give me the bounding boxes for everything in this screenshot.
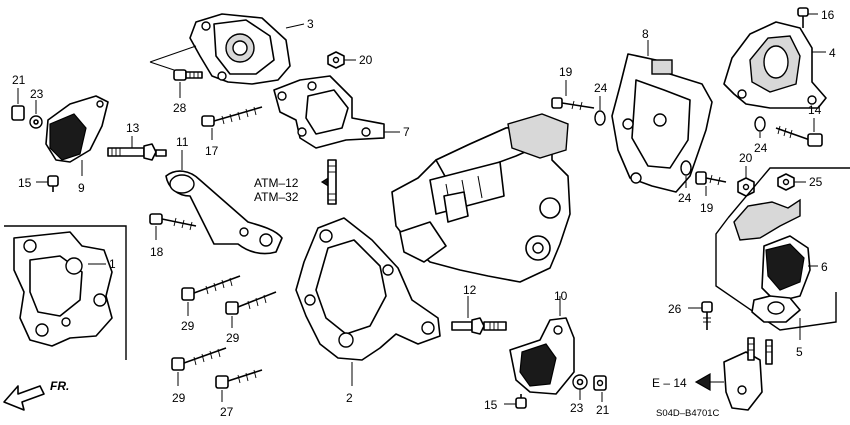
callout-15-left: 15 [18,176,32,190]
callout-7: 7 [403,125,410,139]
callout-8: 8 [642,27,649,41]
callout-19-lower: 19 [700,201,714,215]
callout-6: 6 [821,260,828,274]
bolt-29-c [171,347,227,386]
bolt-29-b [225,291,277,328]
callout-17: 17 [205,144,219,158]
part-12-stud [451,296,507,335]
callout-29-a: 29 [181,319,195,333]
ref-atm-12: ATM–12 [254,176,299,190]
part-3-bracket [149,13,305,85]
callout-18: 18 [150,245,164,259]
nut-20-upper [327,51,356,69]
bolt-19-upper [551,80,595,111]
washer-24-upper [594,96,606,126]
bolt-14 [775,118,823,147]
engine-block [391,113,571,283]
callout-21-lower: 21 [596,403,610,417]
washer-23-lower [572,374,588,400]
callout-12: 12 [463,283,477,297]
callout-2: 2 [346,391,353,405]
callout-1: 1 [109,257,116,271]
ref-e-14: E – 14 [652,376,687,390]
callout-16: 16 [821,8,835,22]
callout-26: 26 [668,302,682,316]
ref-atm-32: ATM–32 [254,190,299,204]
inset-part-1 [4,225,127,360]
bolt-18 [149,213,197,240]
part-8-bracket [611,40,713,193]
callout-11: 11 [176,135,189,149]
callout-24-right: 24 [754,141,768,155]
callout-9: 9 [78,181,85,195]
washer-24-right [754,116,766,138]
callout-29-c: 29 [172,391,186,405]
callout-3: 3 [307,17,314,31]
bolt-26 [688,301,713,330]
callout-20-right: 20 [739,151,753,165]
part-13-stud [107,136,167,161]
callout-23-left: 23 [30,87,44,101]
part-7-bracket [273,75,400,149]
bolt-19-lower [695,171,727,196]
callout-4: 4 [829,46,836,60]
part-5-group [715,167,850,340]
nut-25 [777,173,806,191]
part-9-mount [45,95,109,176]
part-11-rod [165,150,283,255]
bolt-15-lower [504,394,527,409]
nut-20-right [737,166,755,197]
part-10-mount [509,296,575,395]
bolt-16 [797,7,818,28]
atm-reference [320,159,337,205]
callout-19-upper: 19 [559,65,573,79]
e14-reference [694,337,773,411]
callout-21-left: 21 [12,73,26,87]
callout-24-upper: 24 [594,81,608,95]
part-6-mount [733,198,818,323]
callout-29-b: 29 [226,331,240,345]
callout-14: 14 [808,103,822,117]
front-arrow [3,385,45,411]
callout-15-lower: 15 [484,398,498,412]
callout-13: 13 [126,121,140,135]
callout-25: 25 [809,175,823,189]
bolt-15-left [36,175,59,192]
part-2-bracket [295,217,441,386]
bolt-27 [215,369,263,402]
callout-10: 10 [554,289,568,303]
washer-24-lower [680,160,692,188]
front-arrow-label: FR. [50,379,69,393]
part-4-mount [723,21,827,109]
nut-21-lower [593,375,607,402]
callout-27: 27 [220,405,234,419]
diagram-code: S04D–B4701C [656,408,720,419]
bolt-17 [201,106,263,140]
callout-5: 5 [796,345,803,359]
callout-24-lower: 24 [678,191,692,205]
bolt-28 [173,69,203,98]
callout-23-lower: 23 [570,401,584,415]
callout-20-upper: 20 [359,53,373,67]
callout-28: 28 [173,101,187,115]
bolt-21-left [11,88,43,129]
bolt-29-a [181,275,241,316]
